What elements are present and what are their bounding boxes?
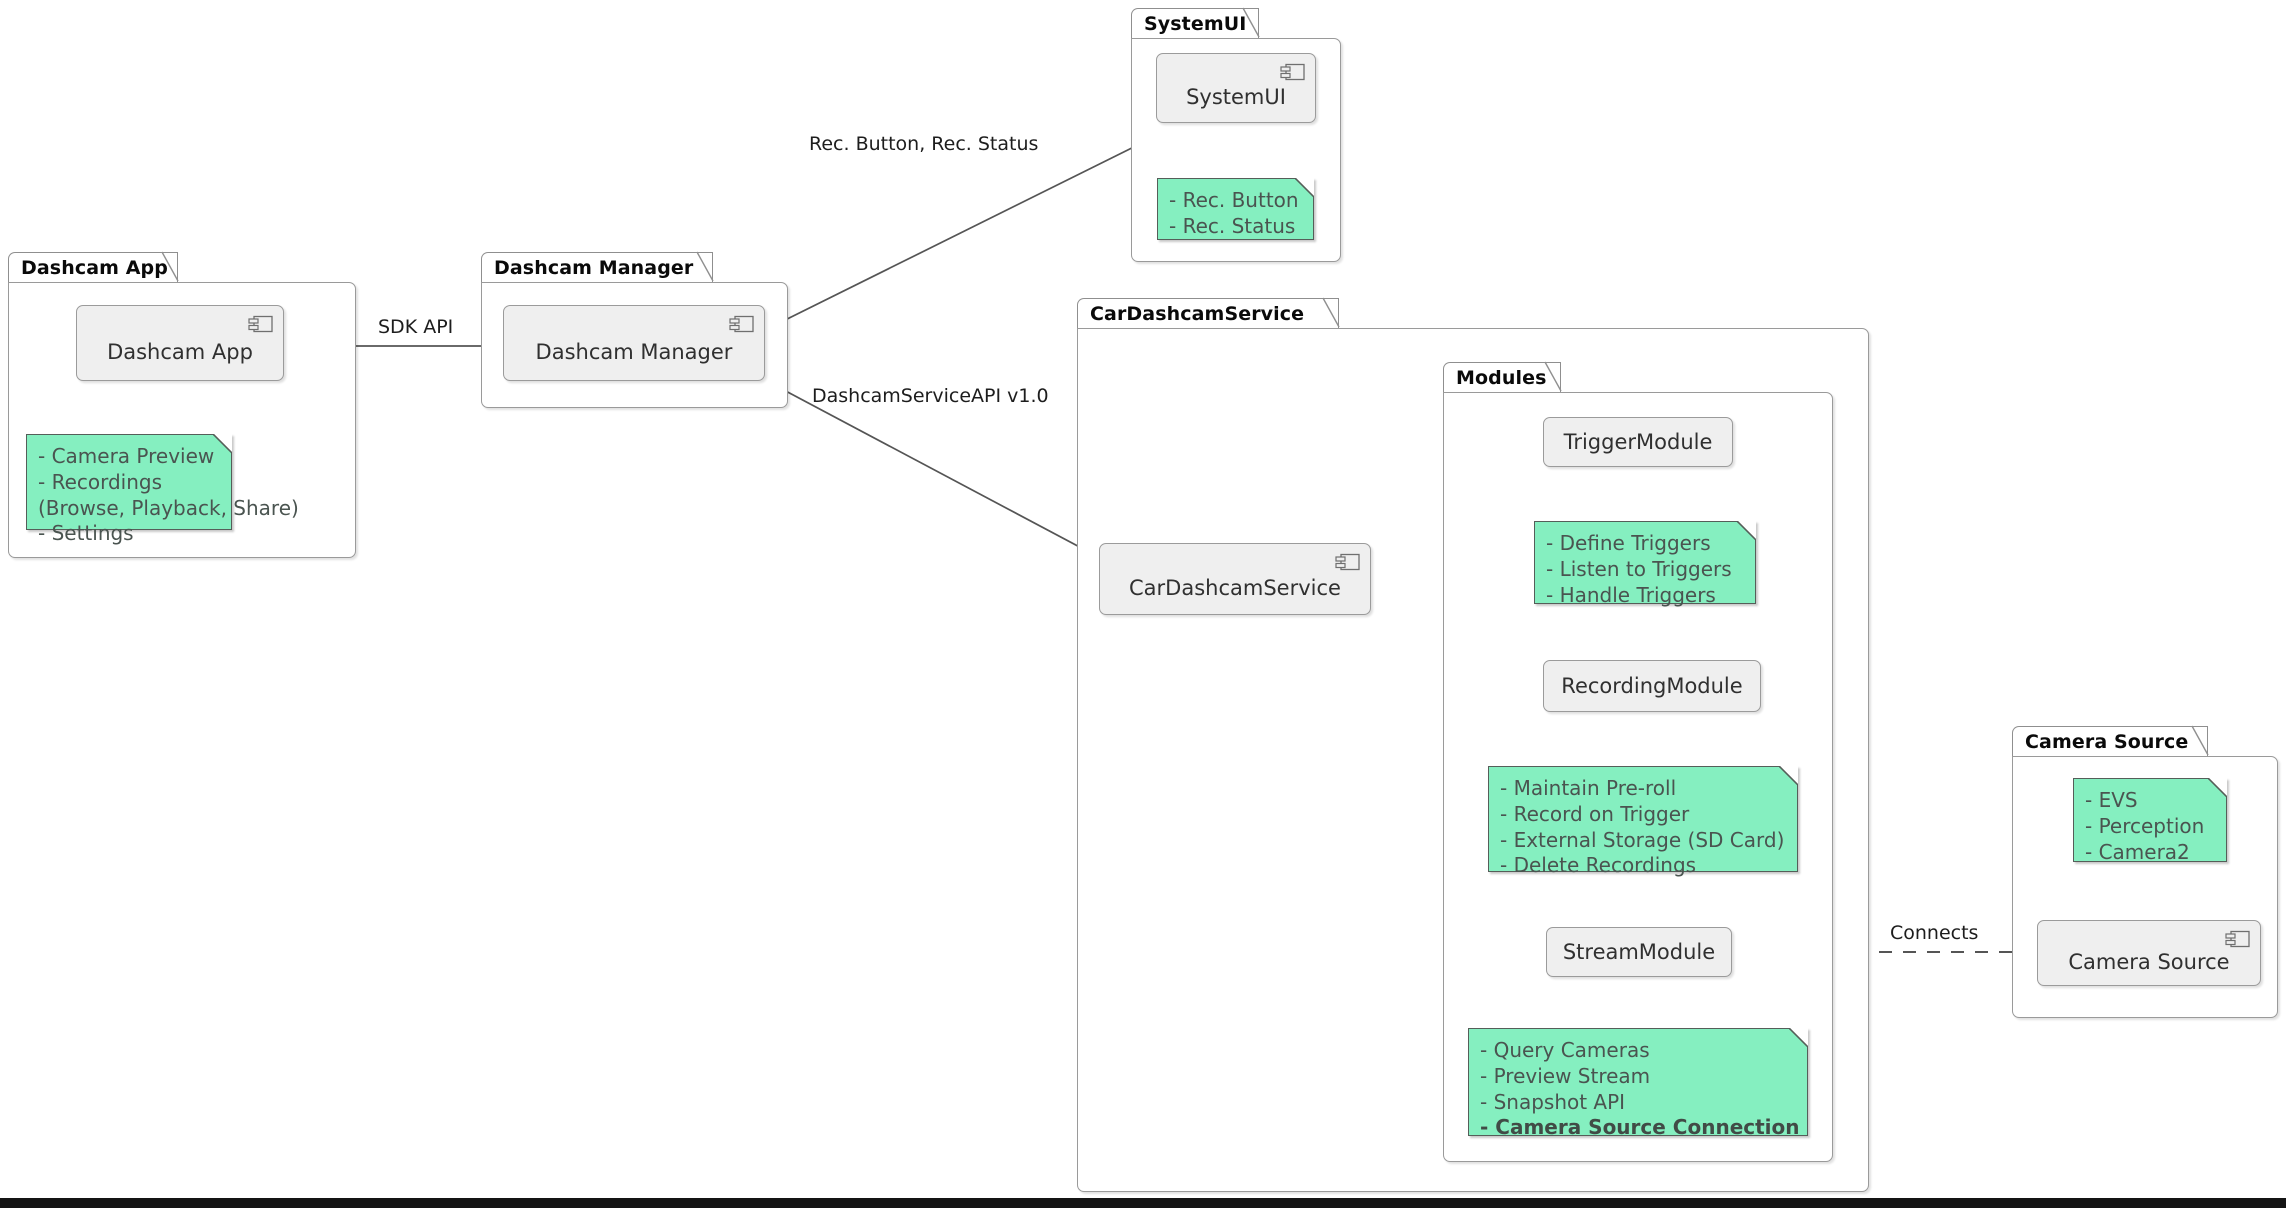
component-camera-source-label: Camera Source: [2068, 950, 2230, 974]
note-fold-icon: [1789, 1028, 1808, 1047]
note-line: - Delete Recordings: [1500, 853, 1697, 878]
uml-component-icon: [729, 315, 754, 333]
package-dashcam-manager-label: Dashcam Manager: [494, 256, 694, 279]
note-dashcam-app: - Camera Preview - Recordings (Browse, P…: [26, 434, 299, 545]
package-cardashcamservice-label: CarDashcamService: [1090, 302, 1305, 325]
package-cardashcamservice-tab: CarDashcamService: [1077, 297, 1340, 328]
edge-label-connects: Connects: [1890, 922, 1979, 944]
package-systemui-tab: SystemUI: [1131, 7, 1260, 38]
note-line: - Recordings: [38, 469, 163, 494]
package-dashcam-app-label: Dashcam App: [21, 256, 168, 279]
component-stream-module[interactable]: StreamModule: [1546, 927, 1732, 977]
note-line: - Settings: [38, 521, 134, 546]
component-dashcam-app-label: Dashcam App: [107, 340, 253, 364]
bottom-bar: [0, 1198, 2286, 1208]
uml-component-icon: [1335, 553, 1360, 571]
note-line: - Maintain Pre-roll: [1500, 776, 1677, 800]
component-trigger-module[interactable]: TriggerModule: [1543, 417, 1733, 467]
note-trigger-module: - Define Triggers - Listen to Triggers -…: [1534, 521, 1756, 607]
note-line: - Rec. Button: [1169, 188, 1299, 212]
note-line: - Record on Trigger: [1500, 801, 1690, 826]
edge-label-dashcamserviceapi: DashcamServiceAPI v1.0: [812, 385, 1049, 407]
note-camera-source: - EVS - Perception - Camera2: [2073, 778, 2227, 864]
folder-corner-icon: [1322, 297, 1340, 328]
package-systemui-label: SystemUI: [1144, 12, 1247, 35]
note-line: - Query Cameras: [1480, 1038, 1650, 1062]
component-systemui-label: SystemUI: [1186, 85, 1286, 109]
package-modules-label: Modules: [1456, 366, 1547, 389]
note-stream-module: - Query Cameras - Preview Stream - Snaps…: [1468, 1028, 1808, 1139]
note-fold-icon: [213, 434, 232, 453]
note-line: - Listen to Triggers: [1546, 556, 1732, 581]
note-line: - Define Triggers: [1546, 531, 1711, 555]
component-trigger-module-label: TriggerModule: [1563, 430, 1713, 454]
note-fold-icon: [1737, 521, 1756, 540]
package-dashcam-app-tab: Dashcam App: [8, 251, 179, 282]
uml-component-icon: [2225, 930, 2250, 948]
note-line: - External Storage (SD Card): [1500, 827, 1785, 852]
component-stream-module-label: StreamModule: [1562, 940, 1716, 964]
package-modules-tab: Modules: [1443, 361, 1562, 392]
note-line: - Camera Source Connection: [1480, 1115, 1800, 1140]
edge-label-sdk-api: SDK API: [378, 316, 454, 338]
note-line: - EVS: [2085, 788, 2138, 812]
package-camera-source-tab: Camera Source: [2012, 725, 2209, 756]
folder-corner-icon: [161, 251, 179, 282]
note-line: (Browse, Playback, Share): [38, 495, 299, 520]
note-line: - Camera2: [2085, 839, 2190, 864]
component-systemui[interactable]: SystemUI: [1156, 53, 1316, 123]
uml-component-icon: [1280, 63, 1305, 81]
component-cardashcamservice[interactable]: CarDashcamService: [1099, 543, 1371, 615]
folder-corner-icon: [1242, 7, 1260, 38]
component-cardashcamservice-label: CarDashcamService: [1129, 576, 1341, 600]
note-line: - Rec. Status: [1169, 213, 1296, 238]
component-recording-module-label: RecordingModule: [1561, 674, 1743, 698]
component-dashcam-manager-label: Dashcam Manager: [535, 340, 733, 364]
note-line: - Perception: [2085, 813, 2205, 838]
component-dashcam-app[interactable]: Dashcam App: [76, 305, 284, 381]
package-dashcam-manager-tab: Dashcam Manager: [481, 251, 714, 282]
folder-corner-icon: [2191, 725, 2209, 756]
component-camera-source[interactable]: Camera Source: [2037, 920, 2261, 986]
package-camera-source-label: Camera Source: [2025, 730, 2189, 753]
note-line: - Handle Triggers: [1546, 582, 1716, 607]
note-fold-icon: [1779, 766, 1798, 785]
folder-corner-icon: [1544, 361, 1562, 392]
note-systemui: - Rec. Button - Rec. Status: [1157, 178, 1314, 240]
note-line: - Snapshot API: [1480, 1089, 1626, 1114]
note-line: - Preview Stream: [1480, 1063, 1651, 1088]
edge-label-rec-button-status: Rec. Button, Rec. Status: [809, 133, 1039, 155]
note-fold-icon: [2208, 778, 2227, 797]
component-recording-module[interactable]: RecordingModule: [1543, 660, 1761, 712]
folder-corner-icon: [696, 251, 714, 282]
note-recording-module: - Maintain Pre-roll - Record on Trigger …: [1488, 766, 1798, 877]
note-line: - Camera Preview: [38, 444, 215, 468]
uml-component-icon: [248, 315, 273, 333]
component-dashcam-manager[interactable]: Dashcam Manager: [503, 305, 765, 381]
note-fold-icon: [1295, 178, 1314, 197]
